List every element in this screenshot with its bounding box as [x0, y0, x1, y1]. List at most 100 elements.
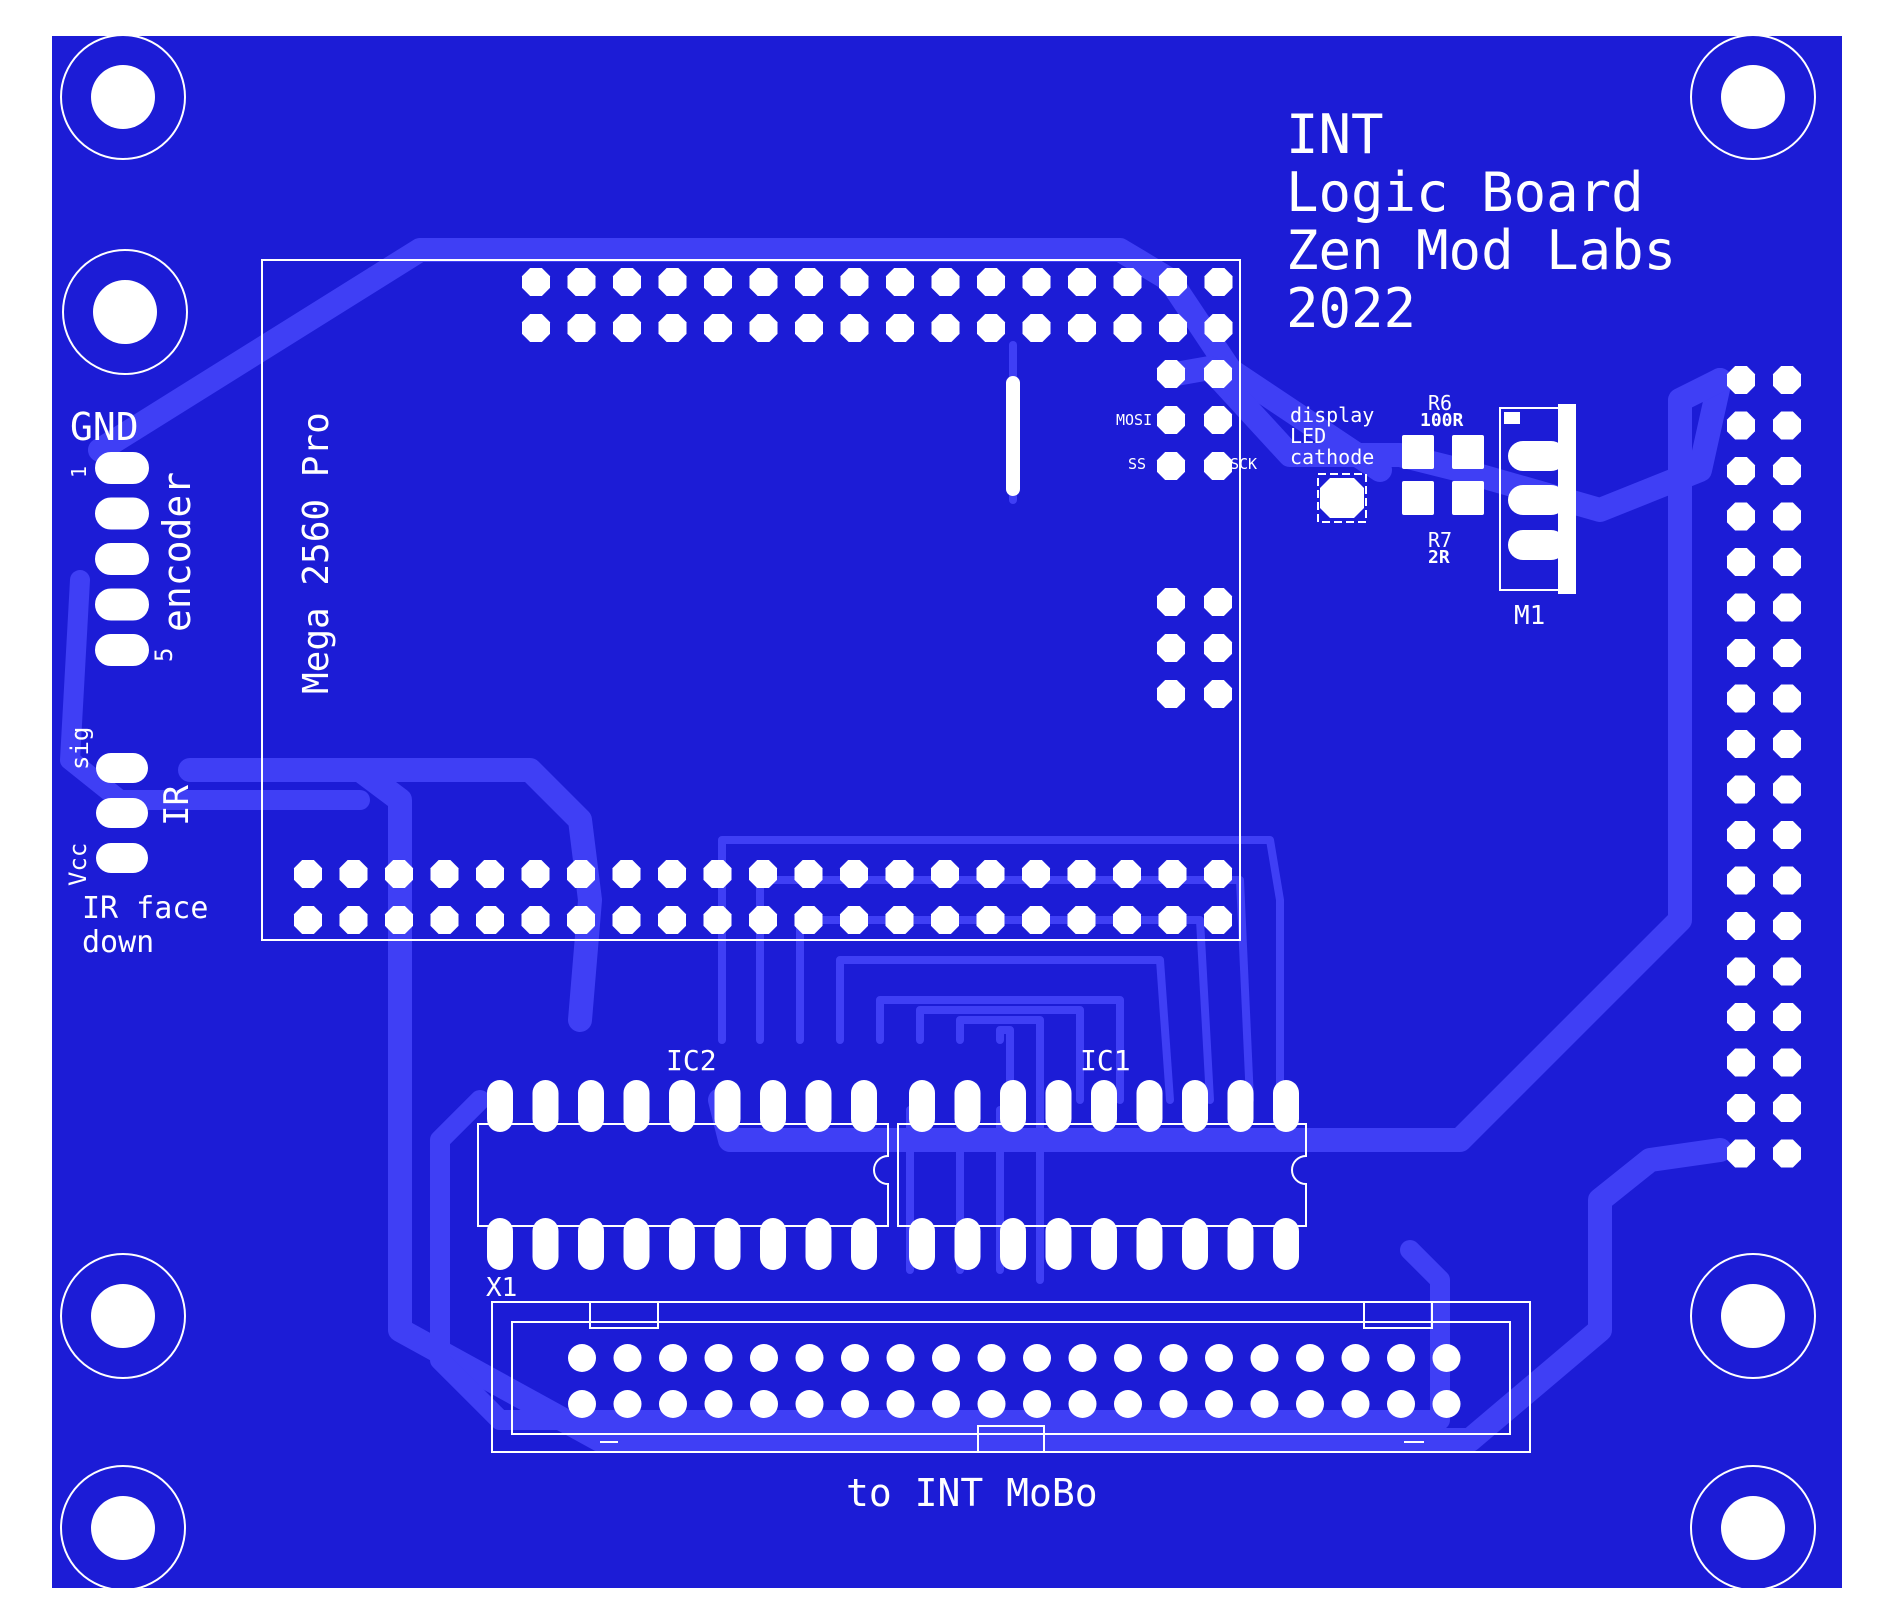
- mounting-hole: [1721, 1284, 1785, 1348]
- x1-pin-pad: [1205, 1390, 1233, 1418]
- m1-pin-pad: [1508, 441, 1566, 471]
- mega-pad: [1204, 452, 1232, 480]
- x1-pin-pad: [1250, 1390, 1279, 1418]
- x1-pin-pad: [613, 1390, 642, 1418]
- ic-pin-pad: [487, 1080, 513, 1132]
- mega-pad: [1159, 314, 1187, 342]
- header-pad: [1727, 1094, 1755, 1122]
- mega-pad: [840, 906, 868, 934]
- ic-pin-pad: [669, 1080, 695, 1132]
- mega-pad: [795, 268, 823, 296]
- ic2-outline: [477, 1123, 889, 1227]
- mega-pad: [704, 314, 732, 342]
- mega-pad: [1157, 680, 1185, 708]
- m1-ref: M1: [1514, 601, 1545, 631]
- title-line-2: Logic Board: [1286, 161, 1644, 224]
- mega-pad: [1204, 360, 1232, 388]
- m1-pin-pad: [1508, 530, 1566, 560]
- mega-pad: [885, 906, 914, 934]
- encoder-pin-pad: [95, 634, 149, 666]
- header-pad: [1773, 957, 1801, 986]
- spi-sck-label: SCK: [1230, 455, 1257, 473]
- encoder-pin1-label: 1: [67, 466, 91, 478]
- x1-pin-pad: [932, 1344, 960, 1372]
- x1-pin-pad: [977, 1390, 1006, 1418]
- x1-pin-pad: [795, 1390, 824, 1418]
- mounting-hole: [91, 65, 155, 129]
- ic-pin-pad: [760, 1218, 786, 1270]
- ic-pin-pad: [1136, 1080, 1163, 1132]
- mega-pad: [1204, 406, 1232, 434]
- r6-value: 100R: [1420, 410, 1464, 431]
- spi-mosi-label: MOSI: [1116, 411, 1152, 429]
- mega-pad: [476, 906, 504, 934]
- ic-pin-pad: [532, 1218, 559, 1270]
- mega-pad: [931, 268, 960, 296]
- mega-2560-outline: [261, 259, 1241, 941]
- x1-pin-pad: [886, 1390, 915, 1418]
- mega-pad: [704, 268, 732, 296]
- mega-pad: [1113, 314, 1142, 342]
- encoder-pin5-label: 5: [150, 648, 178, 662]
- x1-ref: X1: [486, 1273, 517, 1303]
- mega-pad: [385, 906, 413, 934]
- arduino-module-label: Mega 2560 Pro: [296, 412, 337, 694]
- x1-pin-pad: [795, 1344, 824, 1372]
- x1-pin-pad: [1023, 1344, 1051, 1372]
- header-pad: [1727, 730, 1755, 758]
- mega-pad: [613, 268, 641, 296]
- ic1-outline: [897, 1123, 1307, 1227]
- mega-pad: [1067, 906, 1096, 934]
- mega-pad: [1157, 406, 1185, 434]
- header-pad: [1727, 366, 1755, 394]
- mounting-hole-outline: [1690, 1465, 1816, 1591]
- ir-pin-pad: [96, 753, 148, 783]
- mega-pad: [1157, 634, 1185, 662]
- header-pad: [1773, 684, 1801, 713]
- mega-pad: [977, 314, 1005, 342]
- header-pad: [1727, 1003, 1755, 1031]
- encoder-gnd-label: GND: [70, 405, 139, 449]
- ic-pin-pad: [1000, 1218, 1026, 1270]
- mega-pad: [703, 906, 732, 934]
- mega-pad: [1113, 906, 1141, 934]
- header-pad: [1773, 548, 1801, 576]
- mega-pad: [658, 268, 687, 296]
- mega-pad: [886, 268, 914, 296]
- mega-pad: [840, 268, 869, 296]
- mega-pad: [931, 314, 960, 342]
- x1-pin-pad: [659, 1344, 687, 1372]
- mounting-hole: [1721, 65, 1785, 129]
- ir-vcc-label: Vcc: [64, 843, 92, 886]
- ic-pin-pad: [714, 1080, 741, 1132]
- mega-pad: [1158, 860, 1187, 888]
- x1-pin-pad: [568, 1390, 596, 1418]
- mega-pad: [1113, 268, 1142, 296]
- ir-pin-pad: [96, 843, 148, 873]
- ic-pin-pad: [578, 1080, 604, 1132]
- mounting-hole-outline: [1690, 1253, 1816, 1379]
- mega-pad: [931, 860, 959, 888]
- mega-pad: [1068, 314, 1096, 342]
- mega-pad: [613, 314, 641, 342]
- x1-pin-pad: [1114, 1344, 1142, 1372]
- encoder-pin-pad: [95, 452, 149, 484]
- mega-pad: [567, 906, 595, 934]
- x1-pin-pad: [1159, 1390, 1188, 1418]
- mounting-hole-outline: [1690, 34, 1816, 160]
- display-note-line-2: LED: [1290, 424, 1326, 448]
- mega-pad: [339, 906, 368, 934]
- mega-pad: [1022, 314, 1051, 342]
- mega-pad: [612, 906, 641, 934]
- r6-pads: [1402, 435, 1484, 469]
- ic-pin-pad: [851, 1080, 877, 1132]
- mega-pad: [976, 906, 1005, 934]
- header-pad: [1773, 593, 1801, 622]
- ic-pin-pad: [805, 1218, 832, 1270]
- x1-pin-pad: [1068, 1344, 1097, 1372]
- x1-pin-pad: [1387, 1390, 1415, 1418]
- display-note-line-3: cathode: [1290, 445, 1374, 469]
- m1-pads: [1508, 441, 1566, 560]
- display-cathode-pad: [1317, 473, 1367, 523]
- header-pad: [1727, 957, 1755, 986]
